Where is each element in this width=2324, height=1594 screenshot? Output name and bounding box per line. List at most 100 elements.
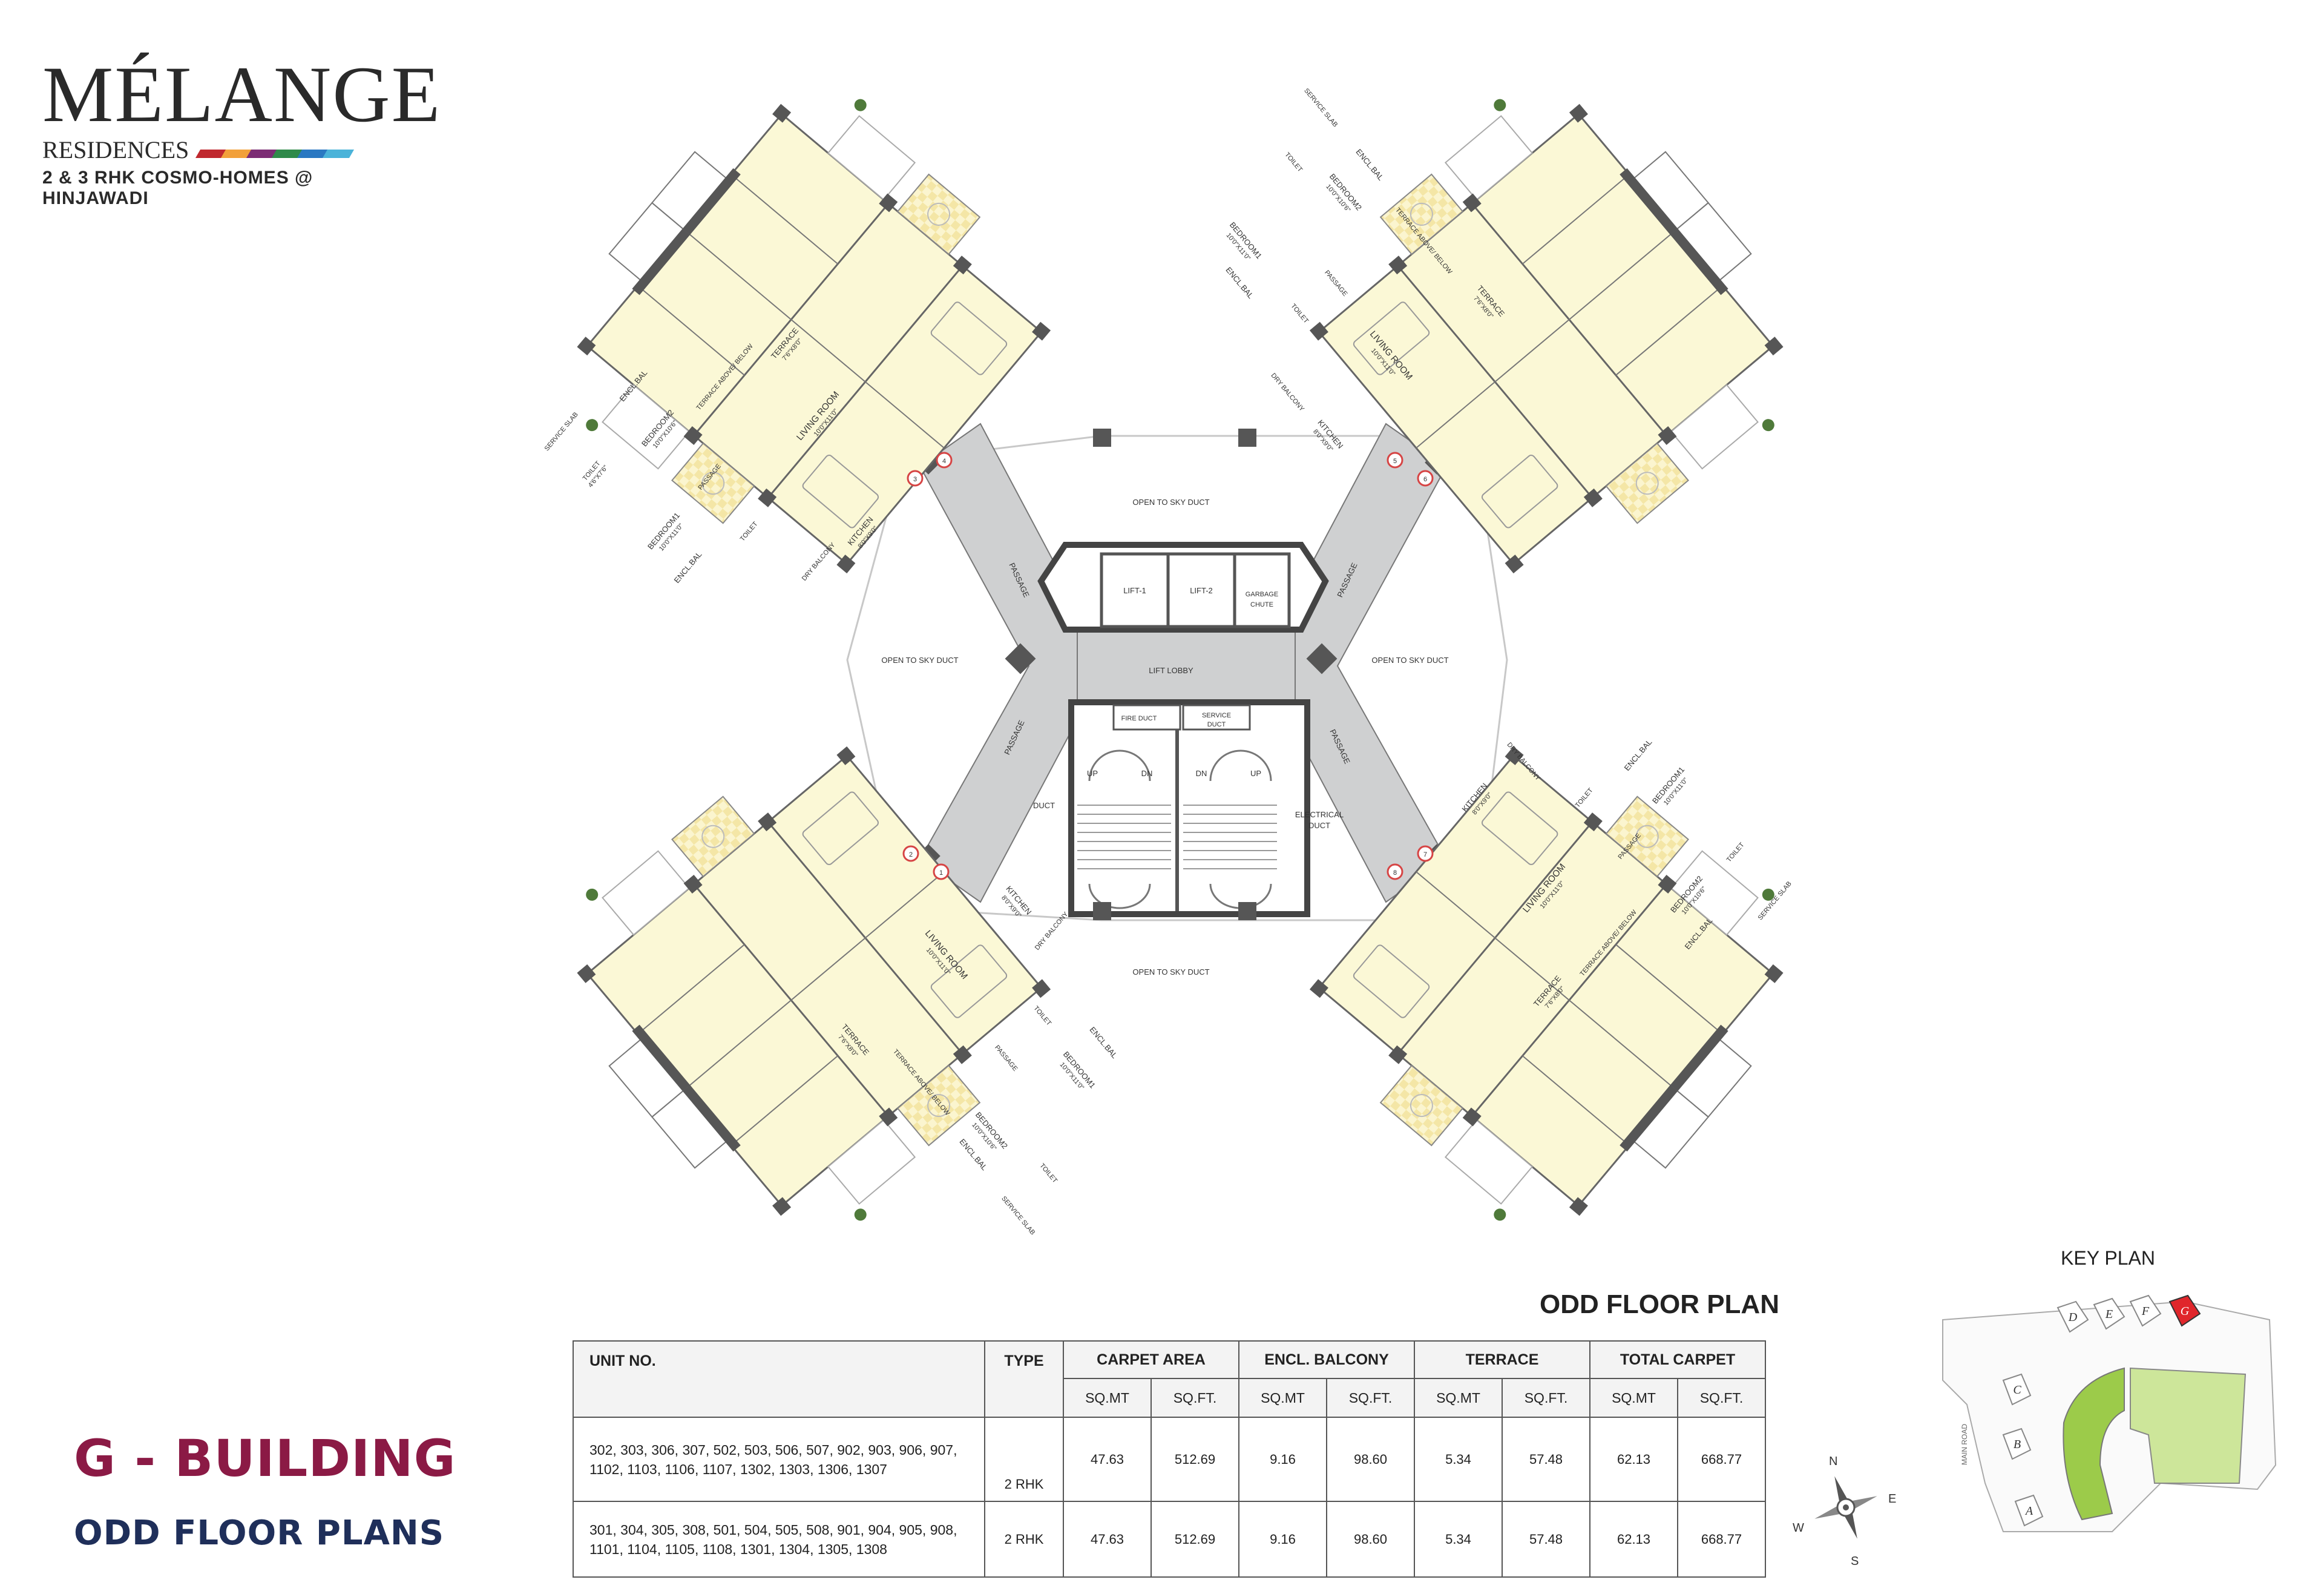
compass-w: W [1793,1521,1804,1535]
room-toilet-2: TOILET [1574,786,1595,809]
sky-duct-north: OPEN TO SKY DUCT [1132,498,1209,507]
carpet-sqmt: 47.63 [1063,1501,1152,1578]
stair-up-right: UP [1250,769,1261,778]
unit-number-8: 8 [1393,869,1397,877]
total-sqmt: 62.13 [1589,1501,1678,1578]
compass-s: S [1851,1555,1859,1568]
total-sqmt: 62.13 [1589,1417,1678,1502]
subheader-sqft: SQ.FT. [1502,1378,1590,1418]
room-encl-bal-2: ENCL.BAL [1088,1025,1119,1060]
terrace-sqmt: 5.34 [1414,1417,1503,1502]
unit-list-line: 301, 304, 305, 308, 501, 504, 505, 508, … [589,1521,957,1538]
room-toilet: TOILET [1038,1162,1059,1185]
brand-subtitle: RESIDENCES [42,136,189,163]
subheader-sqft: SQ.FT. [1677,1378,1766,1418]
service-duct-label: SERVICE [1202,712,1231,719]
garbage-label: GARBAGE [1246,591,1278,598]
key-road-label: MAIN ROAD [1960,1424,1969,1465]
unit-number-1: 1 [939,869,943,877]
terrace-sqft: 57.48 [1502,1417,1590,1502]
brand-logo: MÉLANGE RESIDENCES 2 & 3 RHK COSMO-HOMES… [42,50,442,209]
subheader-sqft: SQ.FT. [1326,1378,1415,1418]
unit-number-3: 3 [913,476,917,483]
room-encl-bal: ENCL.BAL [1354,147,1385,182]
room-passage: PASSAGE [993,1044,1019,1072]
table-row: 301, 304, 305, 308, 501, 504, 505, 508, … [573,1501,1766,1578]
key-building-a: A [2024,1504,2034,1518]
service-duct-label-2: DUCT [1207,721,1226,728]
chute-label: CHUTE [1250,601,1273,608]
brand-name: MÉLANGE [42,50,442,139]
unit-type: 2 RHK [984,1417,1064,1502]
stair-up-left: UP [1087,769,1098,778]
header-terrace: TERRACE [1414,1340,1590,1379]
total-sqft: 668.77 [1677,1501,1766,1578]
unit-number-5: 5 [1393,458,1397,465]
compass-n: N [1829,1455,1837,1468]
stair-dn-right: DN [1196,769,1207,778]
key-building-f: F [2141,1305,2150,1318]
terrace-sqft: 57.48 [1502,1501,1590,1578]
terrace-sqmt: 5.34 [1414,1501,1503,1578]
carpet-sqft: 512.69 [1151,1417,1239,1502]
key-building-c: C [2013,1383,2021,1397]
total-sqft: 668.77 [1677,1417,1766,1502]
room-service-slab: SERVICE SLAB [1302,87,1339,128]
room-service-slab: SERVICE SLAB [1000,1195,1036,1236]
header-unit-no: UNIT NO. [573,1340,985,1418]
room-toilet: TOILET [1283,151,1304,174]
unit-list-line: 302, 303, 306, 307, 502, 503, 506, 507, … [589,1441,957,1458]
building-subtitle: ODD FLOOR PLANS [74,1513,445,1553]
unit-number-labels: 3 4 5 6 2 1 8 7 [909,458,1427,877]
subheader-sqft: SQ.FT. [1151,1378,1239,1418]
room-dry-balcony: DRY BALCONY [801,541,837,582]
sky-duct-outline [846,435,1508,921]
header-type: TYPE [984,1340,1064,1418]
plan-heading: ODD FLOOR PLAN [1540,1289,1779,1319]
lift2-label: LIFT-2 [1190,586,1213,595]
sky-duct-west: OPEN TO SKY DUCT [881,656,958,665]
sky-duct-east: OPEN TO SKY DUCT [1371,656,1448,665]
unit-list-line: 1102, 1103, 1106, 1107, 1302, 1303, 1306… [589,1461,887,1477]
balcony-sqft: 98.60 [1326,1417,1415,1502]
unit-entry-markers [902,452,1434,880]
area-table: UNIT NO. TYPE CARPET AREA ENCL. BALCONY … [573,1340,1766,1578]
unit-number-6: 6 [1423,476,1427,483]
brand-tagline: 2 & 3 RHK COSMO-HOMES @ HINJAWADI [42,168,313,208]
duct-label: DUCT [1033,801,1055,810]
lift-core [1037,542,1329,633]
key-plan-map: D E F G C B A MAIN ROAD [1942,1294,2277,1532]
header-carpet-area: CARPET AREA [1063,1340,1239,1379]
stair-core [1068,699,1310,917]
room-dry-balcony: DRY BALCONY [1269,372,1305,413]
lift1-label: LIFT-1 [1123,586,1146,595]
subheader-sqmt: SQ.MT [1238,1378,1327,1418]
lift-lobby-label: LIFT LOBBY [1149,666,1193,675]
unit-type: 2 RHK [984,1501,1064,1578]
header-encl-balcony: ENCL. BALCONY [1238,1340,1415,1379]
room-toilet-2: TOILET [739,520,760,542]
carpet-sqft: 512.69 [1151,1501,1239,1578]
fire-duct-label: FIRE DUCT [1121,715,1157,722]
balcony-sqft: 98.60 [1326,1501,1415,1578]
room-toilet: TOILET [1725,841,1746,863]
room-encl-bal-2: ENCL.BAL [1224,265,1255,300]
unit-list: 301, 304, 305, 308, 501, 504, 505, 508, … [573,1501,985,1578]
subheader-sqmt: SQ.MT [1063,1378,1152,1418]
header-total-carpet: TOTAL CARPET [1589,1340,1766,1379]
unit-number-2: 2 [909,851,913,858]
key-building-d: D [2068,1311,2078,1324]
key-building-e: E [2105,1308,2113,1321]
room-toilet-2: TOILET [1032,1005,1052,1027]
unit-list: 302, 303, 306, 307, 502, 503, 506, 507, … [573,1417,985,1502]
sky-duct-south: OPEN TO SKY DUCT [1132,967,1209,976]
subheader-sqmt: SQ.MT [1589,1378,1678,1418]
building-title: G - BUILDING [74,1429,456,1488]
balcony-sqmt: 9.16 [1238,1501,1327,1578]
stair-dn-left: DN [1141,769,1153,778]
electrical-label: ELECTRICAL [1295,810,1344,819]
room-service-slab: SERVICE SLAB [1757,880,1793,921]
compass-e: E [1888,1492,1896,1506]
key-plan-title: KEY PLAN [2061,1247,2155,1269]
